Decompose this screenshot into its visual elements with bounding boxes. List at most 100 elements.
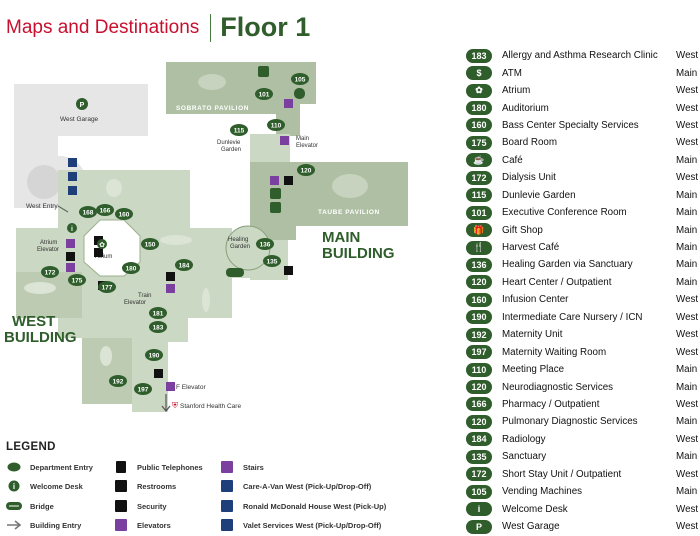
destination-building: West	[676, 521, 699, 533]
security-map-icon-train	[166, 272, 175, 281]
department-badge[interactable]: 120	[297, 164, 315, 176]
elevator-map-icon-train	[166, 284, 175, 293]
healing-garden-label-2: Garden	[230, 244, 250, 250]
destination-building: West	[676, 172, 699, 184]
ronald-mcdonald-map-icon	[68, 172, 77, 181]
department-badge[interactable]: 135	[263, 255, 281, 267]
department-badge[interactable]: 177	[98, 281, 116, 293]
destination-name: ATM	[502, 67, 522, 79]
department-badge[interactable]: 166	[96, 204, 114, 216]
restroom-map-icon-south	[154, 369, 163, 378]
destination-name: Neurodiagnostic Services	[502, 381, 614, 393]
destination-badge: 183	[466, 48, 492, 63]
telephone-map-icon	[66, 252, 75, 261]
department-badge[interactable]: 160	[115, 208, 133, 220]
department-badge[interactable]: 168	[79, 206, 97, 218]
destination-name: Meeting Place	[502, 364, 565, 376]
bird-icon	[100, 346, 112, 366]
bridge-map-icon	[226, 268, 244, 277]
destination-badge: 🍴	[466, 240, 492, 255]
destination-name: Vending Machines	[502, 486, 583, 498]
healing-garden-label: Healing	[228, 237, 248, 243]
destination-name: Bass Center Specialty Services	[502, 119, 639, 131]
destination-building: West	[676, 503, 699, 515]
department-badge-shape	[68, 274, 86, 286]
destination-name: Radiology	[502, 433, 546, 445]
department-badge-number: 120	[301, 167, 312, 174]
department-badge[interactable]: 136	[256, 238, 274, 250]
destination-badge: 101	[466, 205, 492, 220]
restroom-icon	[113, 480, 129, 492]
valet-map-icon	[68, 186, 77, 195]
department-badge-shape	[255, 88, 273, 100]
department-badge[interactable]: 101	[255, 88, 273, 100]
department-badge[interactable]: 172	[41, 266, 59, 278]
department-badge[interactable]: 192	[109, 375, 127, 387]
legend-item-restrooms: Restrooms	[113, 480, 176, 492]
department-badge[interactable]: 115	[230, 124, 248, 136]
destination-building: West	[676, 119, 699, 131]
department-badge-number: 101	[259, 91, 270, 98]
department-badge-shape	[297, 164, 315, 176]
building-entry-icon	[6, 519, 22, 531]
department-badge[interactable]: 183	[149, 321, 167, 333]
destination-badge: 175	[466, 135, 492, 150]
destination-badge: 🎁	[466, 223, 492, 238]
legend-label: Bridge	[30, 501, 54, 511]
department-badge[interactable]: 180	[122, 262, 140, 274]
department-badge-shape	[109, 375, 127, 387]
department-badge[interactable]: 197	[134, 383, 152, 395]
destination-name: Welcome Desk	[502, 503, 568, 515]
legend-item-stairs: Stairs	[219, 461, 264, 473]
destination-badge: 190	[466, 310, 492, 325]
department-badge[interactable]: 184	[175, 259, 193, 271]
department-badge[interactable]: 190	[145, 349, 163, 361]
department-badge[interactable]: 150	[141, 238, 159, 250]
department-badge[interactable]: 110	[267, 119, 285, 131]
department-badge[interactable]: 175	[68, 274, 86, 286]
department-badge[interactable]: 105	[291, 73, 309, 85]
department-badge-number: 172	[45, 269, 56, 276]
department-entry-icon	[6, 461, 22, 473]
seahorse-icon	[202, 288, 210, 312]
floor-map[interactable]: SOBRATO PAVILION TAUBE PAVILION MAIN BUI…	[0, 50, 460, 430]
department-badge-shape	[263, 255, 281, 267]
legend-label: Ronald McDonald House West (Pick-Up)	[243, 501, 387, 511]
legend-label: Security	[137, 501, 167, 511]
main-building-label: MAIN	[322, 229, 360, 246]
destination-badge: ☕	[466, 153, 492, 168]
department-badge-number: 177	[102, 284, 113, 291]
department-badge[interactable]: 181	[149, 307, 167, 319]
svg-text:i: i	[13, 482, 15, 491]
